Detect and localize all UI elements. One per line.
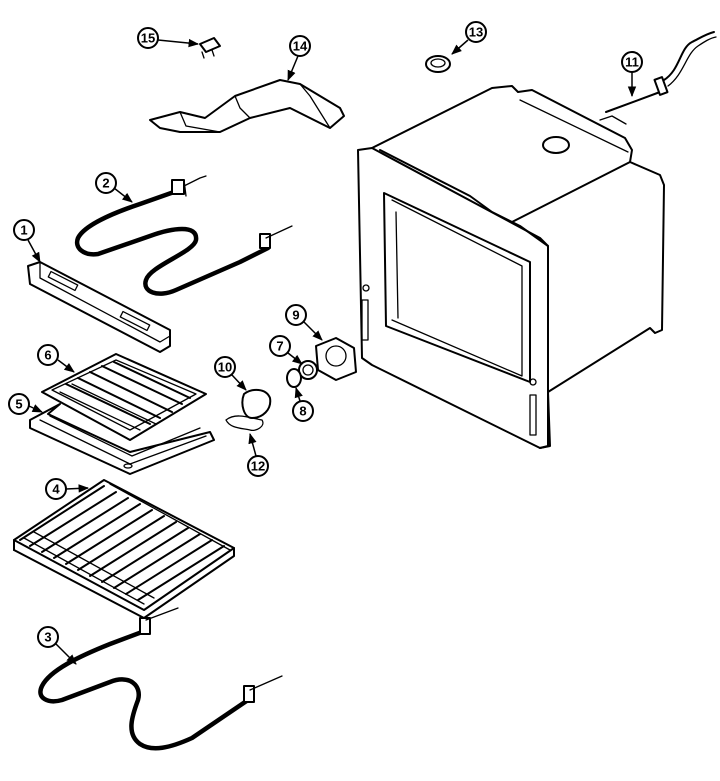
broil-pan-grid-part — [41, 353, 207, 441]
callout-label: 15 — [141, 31, 155, 46]
callout-8: 8 — [292, 386, 314, 422]
plug-part — [425, 55, 451, 73]
callout-5: 5 — [8, 393, 43, 415]
callout-6: 6 — [37, 344, 75, 373]
callout-label: 5 — [15, 397, 22, 412]
switch-part — [199, 37, 221, 59]
callout-label: 14 — [293, 39, 308, 54]
callout-12: 12 — [247, 432, 269, 477]
callout-10: 10 — [214, 356, 247, 391]
callout-label: 11 — [625, 55, 639, 70]
callout-1: 1 — [13, 219, 41, 263]
callout-9: 9 — [285, 304, 323, 341]
callout-14: 14 — [287, 35, 311, 81]
callout-label: 3 — [44, 630, 51, 645]
callout-13: 13 — [451, 21, 487, 55]
vent-duct-part — [149, 79, 345, 133]
oven-cavity — [357, 85, 665, 449]
light-lens-part — [225, 388, 272, 432]
callout-label: 7 — [276, 339, 283, 354]
callout-11: 11 — [621, 51, 643, 98]
callout-label: 12 — [251, 459, 265, 474]
callout-label: 10 — [218, 360, 232, 375]
bake-element-part — [38, 607, 283, 751]
callout-2: 2 — [95, 172, 133, 203]
callout-label: 13 — [469, 25, 483, 40]
temperature-sensor-part — [605, 31, 717, 113]
callout-label: 1 — [20, 223, 27, 238]
callout-label: 9 — [292, 308, 299, 323]
callout-label: 6 — [44, 348, 51, 363]
broil-pan-part — [29, 403, 215, 475]
light-socket-assembly — [286, 337, 357, 388]
callout-label: 4 — [52, 482, 60, 497]
callout-3: 3 — [37, 626, 77, 665]
callout-label: 2 — [102, 176, 109, 191]
callout-15: 15 — [137, 27, 200, 49]
oven-rack-part — [13, 479, 235, 619]
callout-4: 4 — [45, 478, 90, 500]
broil-element-part — [74, 175, 293, 296]
callout-label: 8 — [299, 404, 306, 419]
callout-7: 7 — [269, 335, 303, 365]
